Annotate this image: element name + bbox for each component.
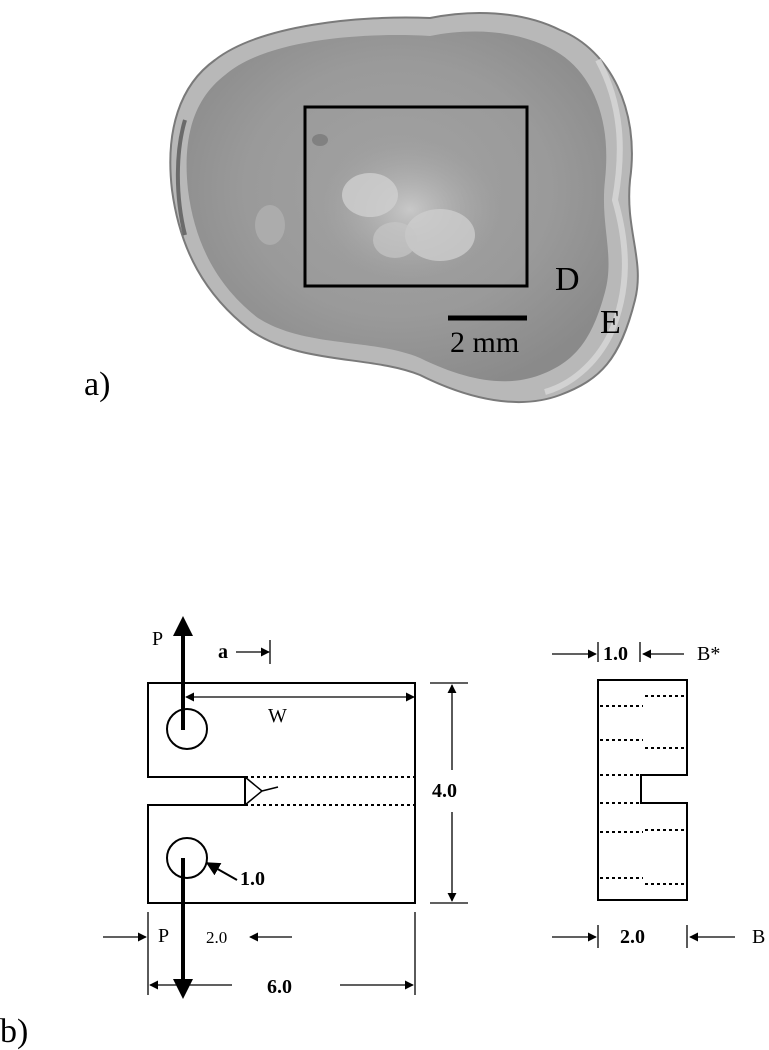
crack-length-dimension: [236, 640, 271, 664]
panel-b-label: b): [0, 1013, 28, 1050]
mottle: [312, 134, 328, 146]
mottle: [342, 173, 398, 217]
side-groove-dots: [600, 695, 687, 885]
load-label-top: P: [152, 628, 163, 650]
height-label: 4.0: [432, 780, 457, 802]
mottle: [405, 209, 475, 261]
side-thickness-label: 2.0: [620, 926, 645, 948]
height-dimension: [430, 682, 468, 904]
crack-tip: [244, 776, 279, 806]
specimen-outline: [147, 682, 416, 904]
side-thickness-dimension: [552, 925, 735, 948]
dentin-label: D: [555, 261, 580, 298]
crack-length-label: a: [218, 641, 228, 663]
roi-box: [303, 105, 529, 288]
ct-specimen-side: [597, 679, 688, 901]
length-label: 6.0: [267, 976, 292, 998]
mottle: [373, 222, 417, 258]
mottle: [255, 205, 285, 245]
left-enamel-dark-edge: [175, 119, 187, 236]
upper-loading-hole: [166, 708, 208, 750]
side-outline: [597, 679, 688, 901]
lower-loading-hole: [166, 837, 208, 879]
enamel-edge-highlight: [544, 58, 628, 395]
net-thickness-label: B*: [697, 643, 720, 665]
load-label-bottom: P: [158, 925, 169, 947]
width-label: W: [268, 705, 287, 727]
hole-diameter-leader: [205, 862, 238, 881]
thickness-label: B: [752, 926, 765, 948]
hole-diameter-label: 1.0: [240, 868, 265, 890]
side-notch-label: 1.0: [603, 643, 628, 665]
scale-bar-label: 2 mm: [450, 326, 519, 359]
hole-offset-label: 2.0: [206, 928, 227, 947]
pulp-region: [320, 140, 500, 280]
length-dimension: [147, 912, 416, 995]
panel-a-label: a): [84, 366, 110, 403]
enamel-label: E: [600, 304, 621, 341]
side-notch-dimension: [552, 642, 684, 662]
ct-specimen-front: [147, 682, 416, 904]
tooth-photo: [169, 12, 639, 404]
